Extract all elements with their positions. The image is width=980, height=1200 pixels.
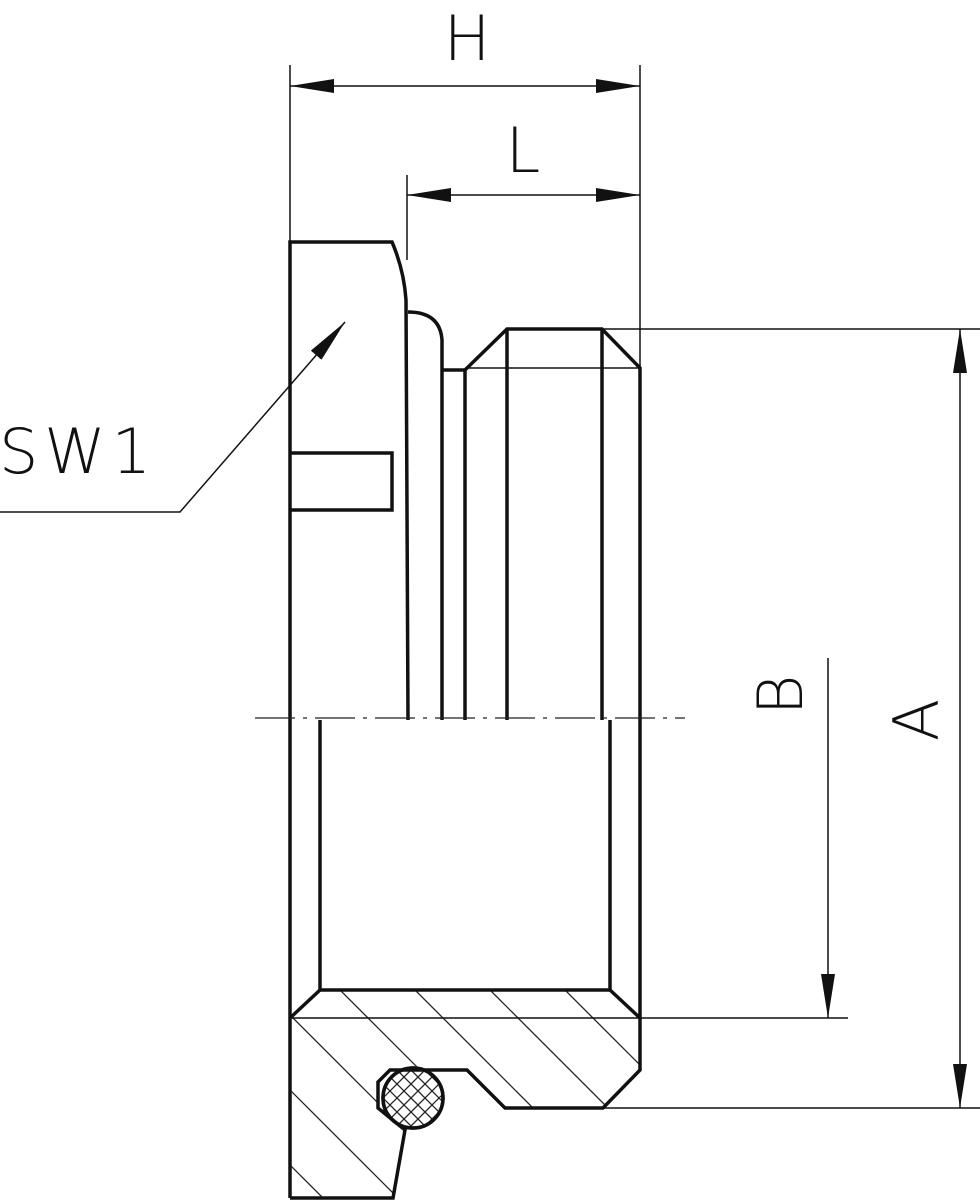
crosshatch-line [383, 1068, 388, 1128]
label-h: H [444, 2, 491, 75]
hatch-line [0, 700, 175, 1200]
crosshatch-line [253, 1038, 373, 1158]
dimension-b: B [744, 658, 835, 1018]
crosshatch-line [383, 1068, 443, 1128]
section-hatching [0, 700, 980, 1200]
crosshatch-line [449, 1038, 569, 1158]
hatch-line [290, 990, 401, 1198]
hatch-line [290, 990, 326, 1198]
hatch-line [725, 700, 980, 1200]
dimension-sw1: SW1 [0, 321, 346, 513]
crosshatch-line [449, 1038, 569, 1158]
label-l: L [506, 114, 541, 187]
hatch-line [650, 700, 980, 1200]
hatch-line [290, 990, 640, 1198]
label-b: B [744, 675, 817, 716]
crosshatch-line [253, 1038, 373, 1158]
hatch-line [290, 990, 551, 1198]
hatch-line [424, 990, 640, 1198]
hex-nut-body [288, 240, 410, 1198]
section-outline [288, 720, 848, 1200]
hatch-line [499, 990, 640, 1198]
o-ring-crosshatch [253, 1038, 569, 1158]
hatch-line [0, 700, 100, 1200]
o-ring-bead [407, 310, 467, 720]
hatch-line [0, 700, 25, 1200]
hatch-line [950, 700, 980, 1200]
dimension-a: A [602, 328, 980, 1109]
hatch-line [290, 990, 640, 1198]
crosshatch-line [383, 1068, 443, 1128]
crosshatch-line [383, 1068, 443, 1128]
hatch-line [290, 990, 626, 1198]
crosshatch-line [383, 1068, 443, 1128]
hatch-line [0, 700, 250, 1200]
dimension-h: H [289, 2, 641, 368]
label-sw1: SW1 [0, 415, 157, 488]
crosshatch-line [383, 1068, 388, 1128]
hatch-line [800, 700, 980, 1200]
hatch-line [574, 990, 640, 1198]
label-a: A [880, 699, 953, 741]
thread-section [463, 327, 642, 1018]
dimension-l: L [406, 114, 640, 260]
hatch-line [875, 700, 980, 1200]
